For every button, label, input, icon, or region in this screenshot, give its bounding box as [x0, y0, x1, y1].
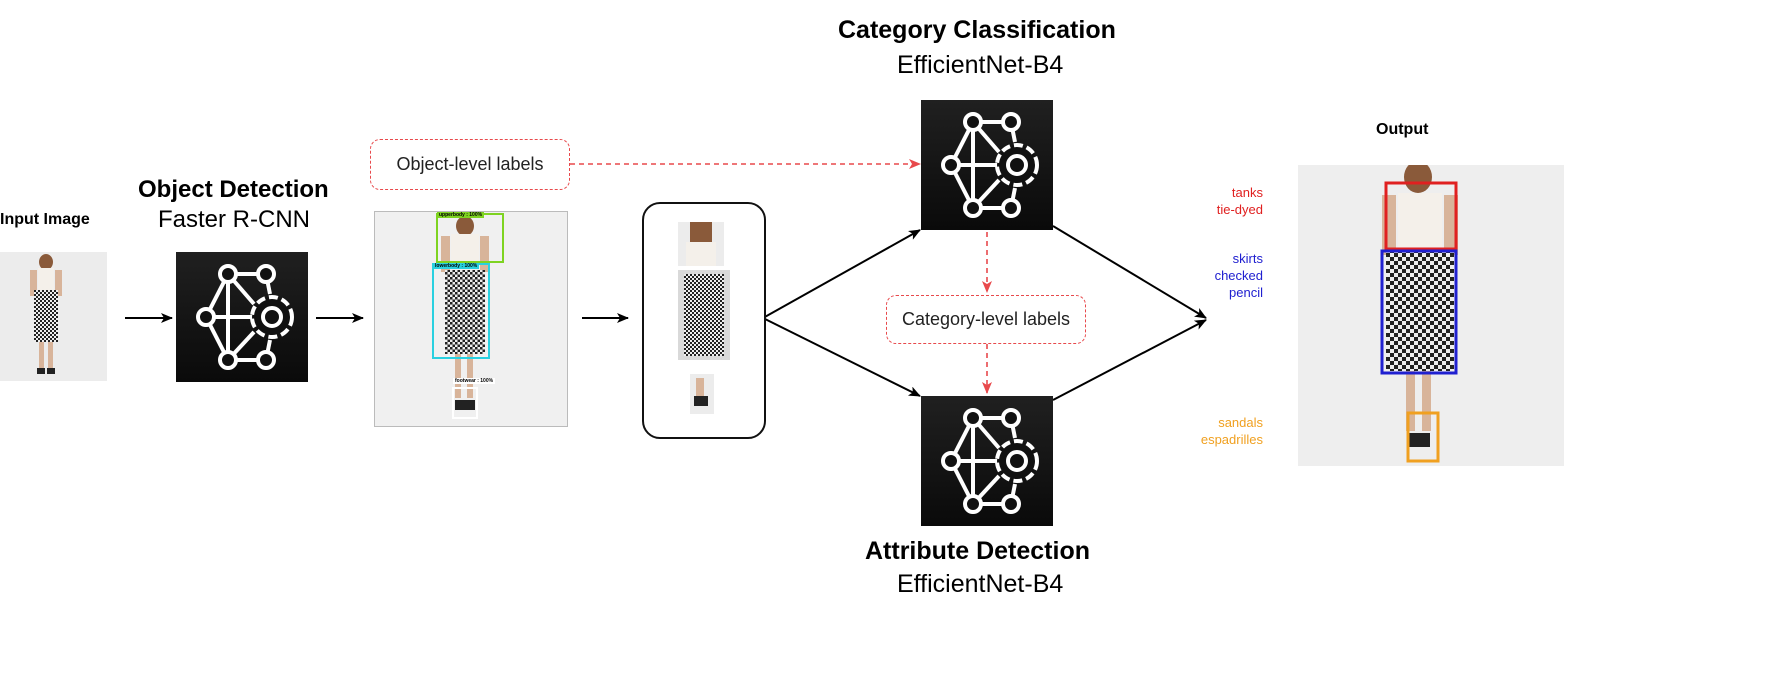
arrow-attribute-to-output [1052, 319, 1207, 401]
crop-upperbody [678, 222, 724, 266]
attribute-detection-title: Attribute Detection [865, 537, 1090, 565]
output-labels-footwear: sandals espadrilles [1201, 414, 1263, 448]
category-classification-model-box [921, 100, 1053, 230]
object-detection-model: Faster R-CNN [158, 206, 311, 233]
output-title: Output [1376, 121, 1429, 138]
output-label-attribute: espadrilles [1200, 432, 1263, 447]
output-label-category: skirts [1232, 251, 1263, 266]
output-labels-lowerbody: skirts checked pencil [1215, 250, 1263, 301]
output-box-lowerbody [1380, 249, 1458, 375]
output-label-category: tanks [1231, 185, 1263, 200]
category-level-labels-box: Category-level labels [886, 295, 1086, 344]
detection-tag-footwear: footwear : 100% [453, 378, 496, 384]
detection-tag-upperbody: upperbody : 100% [437, 212, 485, 218]
input-image-label: Input Image [0, 211, 90, 228]
category-classification-title: Category Classification [838, 16, 1116, 44]
category-level-labels-text: Category-level labels [901, 309, 1071, 329]
output-label-attribute: checked [1214, 268, 1263, 283]
neural-network-gear-icon [941, 112, 1039, 218]
category-classification-model: EfficientNet-B4 [897, 51, 1064, 79]
object-detection-model-box [176, 252, 308, 382]
crop-footwear [690, 374, 714, 414]
output-labels-upperbody: tanks tie-dyed [1217, 184, 1263, 218]
attribute-detection-model: EfficientNet-B4 [897, 570, 1064, 598]
output-box-footwear [1406, 411, 1440, 463]
neural-network-gear-icon [941, 408, 1039, 514]
arrow-crops-to-attribute [762, 317, 921, 397]
neural-network-gear-icon [196, 264, 294, 370]
object-detection-title: Object Detection [138, 176, 329, 203]
object-level-labels-text: Object-level labels [396, 154, 544, 174]
object-level-labels-box: Object-level labels [370, 139, 570, 190]
output-label-attribute: pencil [1229, 285, 1263, 300]
output-label-category: sandals [1218, 415, 1263, 430]
input-image [0, 252, 107, 381]
arrow-crops-to-classifier [762, 229, 921, 319]
attribute-detection-model-box [921, 396, 1053, 526]
output-box-upperbody [1384, 181, 1458, 251]
output-label-attribute: tie-dyed [1216, 202, 1263, 217]
output-image [1298, 165, 1564, 466]
detection-result-image: upperbody : 100% lowerbody : 100% footwe… [374, 211, 568, 427]
detection-tag-lowerbody: lowerbody : 100% [433, 263, 480, 269]
arrow-classifier-to-output [1052, 225, 1207, 319]
cropped-objects-panel [642, 202, 766, 439]
crop-lowerbody [678, 270, 730, 360]
